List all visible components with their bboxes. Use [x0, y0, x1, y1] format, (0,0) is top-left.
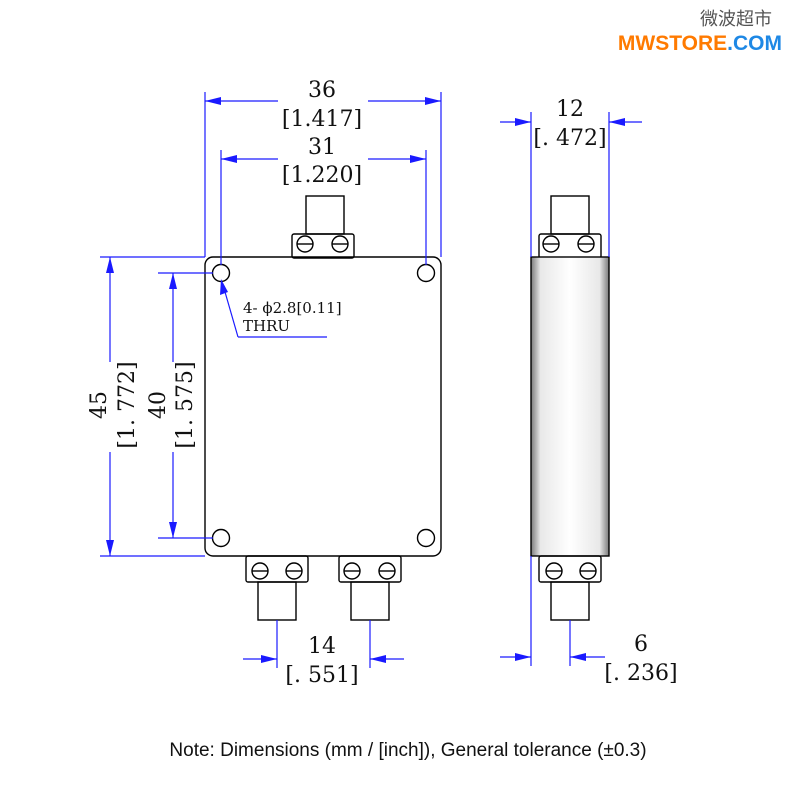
dim-width-outer-mm: 36 — [308, 78, 336, 103]
front-view — [204, 195, 442, 621]
logo-com: .COM — [727, 32, 782, 55]
logo-chinese-text: 微波超市 — [700, 9, 772, 30]
dim-height-outer-in: [1. 772] — [115, 361, 140, 448]
dim-connector-pitch-mm: 14 — [308, 634, 336, 659]
hole-callout: 4- ϕ2.8[0.11] THRU — [220, 279, 342, 338]
dim-height-holes-mm: 40 — [146, 391, 171, 419]
divider-body-front — [204, 256, 442, 557]
dim-width-holes-in: [1.220] — [282, 163, 362, 188]
dim-depth-mm: 12 — [556, 97, 584, 122]
top-connector — [291, 195, 355, 259]
hole-type-text: THRU — [243, 317, 290, 335]
dim-connector-pitch: 14 [. 551] — [243, 620, 404, 688]
divider-body-side — [530, 256, 610, 557]
mounting-hole — [211, 263, 231, 283]
mounting-hole — [416, 528, 436, 548]
dim-width-outer-in: [1.417] — [282, 107, 362, 132]
side-bottom-connector — [538, 555, 602, 621]
dim-depth: 12 [. 472] — [500, 97, 642, 257]
dim-depth-in: [. 472] — [533, 126, 606, 151]
logo-brand-text: MWSTORE.COM — [618, 32, 782, 55]
dimensions-note: Note: Dimensions (mm / [inch]), General … — [169, 740, 646, 761]
bottom-connector-right — [338, 555, 402, 621]
side-view — [530, 195, 610, 621]
dim-height-holes-in: [1. 575] — [173, 361, 198, 448]
dim-connector-pitch-in: [. 551] — [285, 663, 358, 688]
dim-height-holes: 40 [1. 575] — [146, 272, 213, 539]
dim-width-outer: 36 [1.417] — [204, 78, 442, 257]
dim-connector-offset: 6 [. 236] — [500, 556, 678, 686]
bottom-connector-left — [245, 555, 309, 621]
mounting-hole — [211, 528, 231, 548]
dim-height-outer-mm: 45 — [87, 391, 112, 419]
brand-logo: 微波超市 MWSTORE.COM — [618, 9, 782, 55]
dim-height-outer: 45 [1. 772] — [87, 256, 205, 557]
dim-width-holes-mm: 31 — [308, 135, 336, 160]
dim-connector-offset-in: [. 236] — [604, 661, 677, 686]
dim-connector-offset-mm: 6 — [634, 632, 648, 657]
side-top-connector — [538, 195, 602, 259]
mounting-hole — [416, 263, 436, 283]
logo-mwstore: MWSTORE — [618, 32, 727, 55]
hole-spec-text: 4- ϕ2.8[0.11] — [243, 299, 342, 317]
dim-width-holes: 31 [1.220] — [220, 135, 427, 265]
